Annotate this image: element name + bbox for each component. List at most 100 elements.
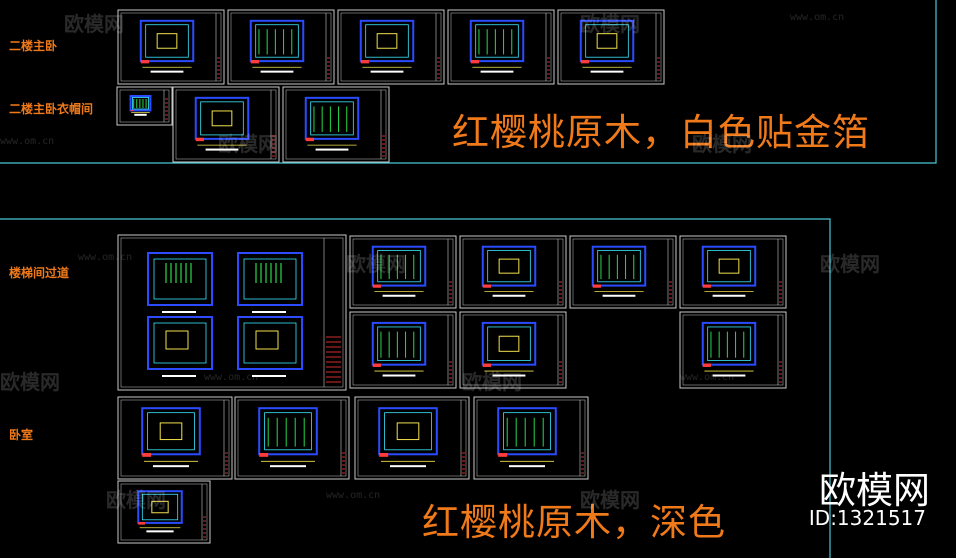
- cad-sheet: [447, 9, 555, 85]
- cad-sheet: [459, 311, 567, 389]
- drawing-title-bar: [492, 374, 526, 377]
- drawing-title-bar: [205, 148, 239, 151]
- sheet-inner-frame: [462, 238, 564, 306]
- watermark-url: www.om.cn: [680, 372, 735, 383]
- watermark-brand: 欧模网: [820, 252, 880, 276]
- drawing-title-bar: [382, 294, 416, 297]
- sheet-frame: [557, 9, 665, 85]
- sheet-inner-frame: [120, 237, 344, 388]
- watermark-brand: 欧模网: [106, 488, 166, 512]
- drawing-title-bar: [270, 465, 306, 468]
- sheet-inner-frame: [357, 399, 467, 477]
- room-outline: [139, 19, 195, 63]
- sheet-frame: [349, 311, 457, 389]
- door-mark: [259, 453, 269, 457]
- sheet-frame: [459, 235, 567, 309]
- watermark-brand: 欧模网: [218, 132, 278, 156]
- plan-outline: [147, 252, 213, 306]
- cad-sheet: [234, 396, 350, 480]
- door-mark: [305, 137, 314, 142]
- furniture-block: [211, 110, 233, 127]
- sheet-frame: [227, 9, 335, 85]
- sheet-inner-frame: [682, 314, 784, 386]
- furniture-block: [498, 335, 520, 352]
- door-mark: [140, 60, 149, 64]
- room-inner-line: [365, 24, 409, 58]
- room-inner-line: [707, 326, 751, 361]
- door-mark: [580, 60, 589, 64]
- sheet-inner-frame: [120, 12, 222, 82]
- watermark-brand: 欧模网: [0, 370, 60, 394]
- sheet-inner-frame: [476, 399, 586, 477]
- drawing-title-bar: [712, 294, 746, 297]
- logo-brand: 欧模网: [819, 469, 930, 512]
- drawing-title-bar: [390, 465, 426, 468]
- door-mark: [482, 363, 491, 367]
- door-mark: [702, 363, 711, 367]
- sheet-frame: [447, 9, 555, 85]
- cad-sheet: [569, 235, 677, 309]
- watermark-url: www.om.cn: [790, 12, 845, 23]
- sheet-frame: [679, 311, 787, 389]
- room-inner-line: [707, 250, 751, 283]
- cad-sheet: [337, 9, 445, 85]
- plan-inner-line: [243, 258, 297, 300]
- room-inner-line: [200, 101, 244, 136]
- room-inner-line: [377, 326, 421, 361]
- watermark-brand: 欧模网: [462, 370, 522, 394]
- cad-sheet: [172, 86, 280, 163]
- room-outline: [249, 19, 305, 63]
- drawing-title-bar: [162, 311, 196, 313]
- drawing-title-bar: [146, 530, 174, 533]
- sheet-frame: [473, 396, 589, 480]
- room-inner-line: [377, 250, 421, 283]
- room-outline: [591, 245, 647, 287]
- door-mark: [498, 453, 508, 457]
- cad-sheet: [282, 86, 390, 163]
- sheet-inner-frame: [119, 89, 170, 123]
- room-inner-line: [487, 326, 531, 361]
- sheet-frame: [679, 235, 787, 309]
- sheet-frame: [117, 480, 211, 544]
- room-outline: [701, 245, 757, 287]
- cad-sheet: [116, 86, 173, 126]
- caption-top: 红樱桃原木，白色贴金箔: [452, 111, 870, 154]
- cad-sheet: [679, 311, 787, 389]
- room-inner-line: [475, 24, 519, 58]
- drawing-title-bar: [252, 375, 286, 377]
- sheet-inner-frame: [120, 399, 230, 477]
- room-inner-line: [132, 97, 149, 110]
- watermark-url: www.om.cn: [204, 372, 259, 383]
- door-mark: [372, 363, 381, 367]
- room-inner-line: [597, 250, 641, 283]
- room-outline: [701, 321, 757, 366]
- drawing-title-bar: [492, 294, 526, 297]
- door-mark: [138, 522, 146, 525]
- drawing-title-bar: [480, 70, 514, 73]
- furniture-block: [165, 330, 189, 350]
- sheet-inner-frame: [682, 238, 784, 306]
- room-outline: [497, 407, 557, 456]
- room-outline: [304, 96, 360, 140]
- watermark-url: www.om.cn: [326, 490, 381, 501]
- room-inner-line: [255, 24, 299, 58]
- room-outline: [258, 407, 318, 456]
- furniture-block: [376, 33, 398, 49]
- plan-outline: [237, 316, 303, 370]
- room-outline: [371, 245, 427, 287]
- plan-inner-line: [153, 258, 207, 300]
- drawing-title-bar: [370, 70, 404, 73]
- sheet-frame: [117, 234, 347, 391]
- door-mark: [482, 284, 491, 288]
- sheet-inner-frame: [572, 238, 674, 306]
- drawing-title-bar: [315, 148, 349, 151]
- door-mark: [702, 284, 711, 288]
- furniture-block: [396, 422, 420, 441]
- sheet-frame: [234, 396, 350, 480]
- watermark-brand: 欧模网: [346, 252, 406, 276]
- cad-sheet: [354, 396, 470, 480]
- room-outline: [469, 19, 525, 63]
- section-border-bottom: [0, 218, 831, 558]
